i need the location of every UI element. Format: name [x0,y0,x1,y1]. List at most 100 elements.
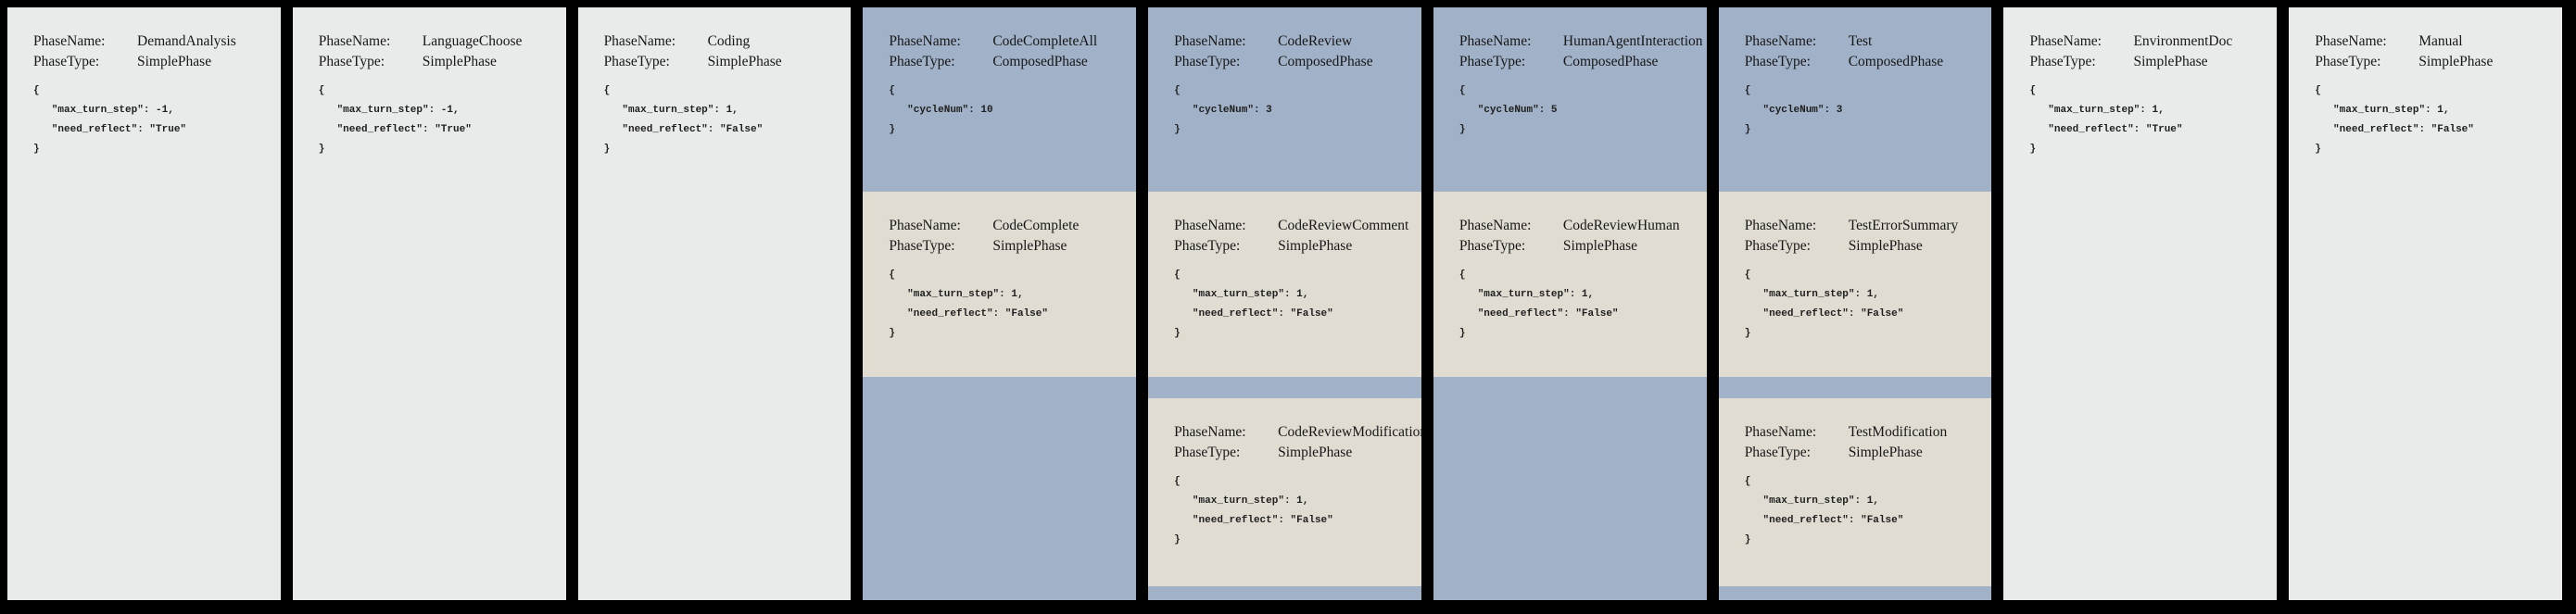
phase-type-label: PhaseType: [2315,53,2381,69]
phase-type-row: PhaseType: ComposedPhase [1745,52,1979,72]
phase-type-row: PhaseType:SimplePhase [1745,236,1979,257]
phase-column-environmentdoc: PhaseName:EnvironmentDoc PhaseType:Simpl… [2003,7,2278,600]
phase-name-row: PhaseName: LanguageChoose [319,31,553,52]
nested-phase-block-codecomplete: PhaseName: CodeComplete PhaseType: SimpleP… [863,192,1137,377]
phase-name-value: TestModification [1848,424,1948,440]
phase-name-label: PhaseName: [889,218,961,233]
phase-type-row: PhaseType: SimplePhase [33,52,268,72]
phase-type-value: ComposedPhase [1848,53,1944,69]
phase-config-json: { "max_turn_step": 1, "need_reflect": "F… [889,269,1048,339]
phase-type-label: PhaseType: [889,53,955,69]
nested-phase-block-codereviewhuman: PhaseName: CodeReviewHuman PhaseType: Simp… [1433,192,1707,377]
phase-config-json: { "cycleNum": 3 } [1174,85,1272,135]
phase-name-value: Test [1848,33,1873,49]
phase-type-row: PhaseType: SimplePhase [604,52,839,72]
phase-type-value: SimplePhase [137,53,212,69]
phase-config-json: { "cycleNum": 5 } [1458,85,1558,135]
phase-name-value: EnvironmentDoc [2133,33,2233,49]
phase-name-value: CodeReview [1278,33,1353,49]
phase-type-value: SimplePhase [707,53,782,69]
phase-type-row: PhaseType: SimplePhase [2029,52,2264,72]
phase-type-label: PhaseType: [1744,444,1811,460]
phase-block: PhaseName: DemandAnalysis PhaseType: Simpl… [7,7,281,600]
phase-name-row: PhaseName: DemandAnalysis [33,31,268,52]
phase-name-label: PhaseName: [889,33,961,49]
phase-config-json: { "max_turn_step": -1, "need_reflect": "… [318,85,472,155]
phase-name-row: PhaseName:HumanAgentInteraction [1458,31,1703,52]
phase-type-value: ComposedPhase [992,53,1088,69]
phase-type-label: PhaseType: [2029,53,2096,69]
phase-block: PhaseName: CodeCompleteAll PhaseType: Comp… [863,7,1136,192]
phase-name-row: PhaseName: CodeComplete [889,216,1123,236]
phase-type-label: PhaseType: [1744,53,1811,69]
phase-column-codereview: PhaseName: CodeReview PhaseType: ComposedP… [1148,7,1421,600]
phase-type-row: PhaseType:SimplePhase [1745,443,1979,463]
nested-gap [1148,377,1421,398]
phase-type-label: PhaseType: [1458,53,1526,69]
phase-name-row: PhaseName:CodeReviewComment [1174,216,1408,236]
phase-type-row: PhaseType:SimplePhase [1174,443,1408,463]
phase-type-label: PhaseType: [1174,444,1241,460]
composed-phase-filler [1433,377,1707,600]
phase-config-json: { "max_turn_step": 1, "need_reflect": "F… [1744,476,1904,545]
phase-name-label: PhaseName: [1744,424,1817,440]
phase-name-label: PhaseName: [603,33,676,49]
phase-block: PhaseName: LanguageChoose PhaseType: Simpl… [293,7,566,600]
composed-phase-filler [1148,586,1421,600]
phase-name-row: PhaseName:Manual [2315,31,2549,52]
phase-name-value: DemandAnalysis [137,33,236,49]
phase-type-label: PhaseType: [33,53,100,69]
phase-name-label: PhaseName: [1744,218,1817,233]
phase-name-value: CodeCompleteAll [992,33,1098,49]
phase-config-json: { "max_turn_step": 1, "need_reflect": "F… [1174,269,1333,339]
phase-name-row: PhaseName: Coding [604,31,839,52]
phase-type-value: SimplePhase [422,53,497,69]
phase-type-row: PhaseType: SimplePhase [319,52,553,72]
nested-phase-block-testerrorsummary: PhaseName:TestErrorSummary PhaseType:Sim… [1718,192,1992,377]
phase-column-manual: PhaseName:Manual PhaseType:SimplePhase {… [2289,7,2563,600]
phase-type-value: SimplePhase [1562,237,1637,254]
phase-column-coding: PhaseName: Coding PhaseType: SimplePhase {… [577,7,852,600]
phase-type-label: PhaseType: [318,53,385,69]
phase-type-label: PhaseType: [1174,53,1241,69]
phase-config-json: { "max_turn_step": 1, "need_reflect": "F… [1458,269,1619,339]
phase-name-label: PhaseName: [1458,33,1532,49]
nested-phase-block-codereviewcomment: PhaseName:CodeReviewComment PhaseType:Si… [1148,192,1421,377]
phase-type-label: PhaseType: [603,53,670,69]
phase-name-label: PhaseName: [318,33,391,49]
phase-name-row: PhaseName: CodeReviewHuman [1459,216,1694,236]
phase-type-value: ComposedPhase [1562,53,1659,69]
phase-name-value: Coding [707,33,751,49]
phase-block: PhaseName:Test PhaseType:ComposedPhase {… [1719,7,1992,192]
phase-column-languagechoose: PhaseName: LanguageChoose PhaseType: Simpl… [292,7,566,600]
phase-type-row: PhaseType:SimplePhase [1174,236,1408,257]
nested-phase-block-codereviewmodification: PhaseName:CodeReviewModification PhaseTy… [1148,398,1421,586]
phase-type-label: PhaseType: [1458,237,1526,254]
phase-name-value: CodeReviewHuman [1562,218,1680,233]
phase-type-value: ComposedPhase [1278,53,1373,69]
phase-name-value: CodeComplete [992,218,1080,233]
phase-type-row: PhaseType: SimplePhase [889,236,1123,257]
phase-name-value: LanguageChoose [422,33,523,49]
phase-block: PhaseName: CodeReview PhaseType: ComposedP… [1148,7,1421,192]
phase-name-label: PhaseName: [1744,33,1817,49]
phase-config-json: { "max_turn_step": 1, "need_reflect": "F… [1744,269,1904,339]
phase-config-json: { "cycleNum": 10 } [889,85,993,135]
phase-config-json: { "max_turn_step": 1, "need_reflect": "F… [603,85,764,155]
phase-name-label: PhaseName: [2315,33,2387,49]
composed-phase-filler [863,377,1136,600]
phase-name-label: PhaseName: [1174,424,1246,440]
phase-type-value: SimplePhase [992,237,1067,254]
phase-name-label: PhaseName: [1458,218,1532,233]
phase-column-humanagentinteraction: PhaseName:HumanAgentInteraction PhaseTyp… [1433,7,1707,600]
phase-block: PhaseName:EnvironmentDoc PhaseType:Simpl… [2003,7,2277,600]
phase-type-label: PhaseType: [889,237,955,254]
phase-column-test: PhaseName: Test PhaseType: ComposedPhase {… [1718,7,1992,600]
phase-name-label: PhaseName: [1174,33,1246,49]
phase-block: PhaseName:Manual PhaseType:SimplePhase {… [2289,7,2562,600]
phase-config-json: { "max_turn_step": 1, "need_reflect": "T… [2029,85,2183,155]
phase-name-label: PhaseName: [33,33,106,49]
phase-type-row: PhaseType: ComposedPhase [1459,52,1694,72]
phase-name-row: PhaseName: CodeCompleteAll [889,31,1123,52]
phase-type-value: SimplePhase [2133,53,2208,69]
